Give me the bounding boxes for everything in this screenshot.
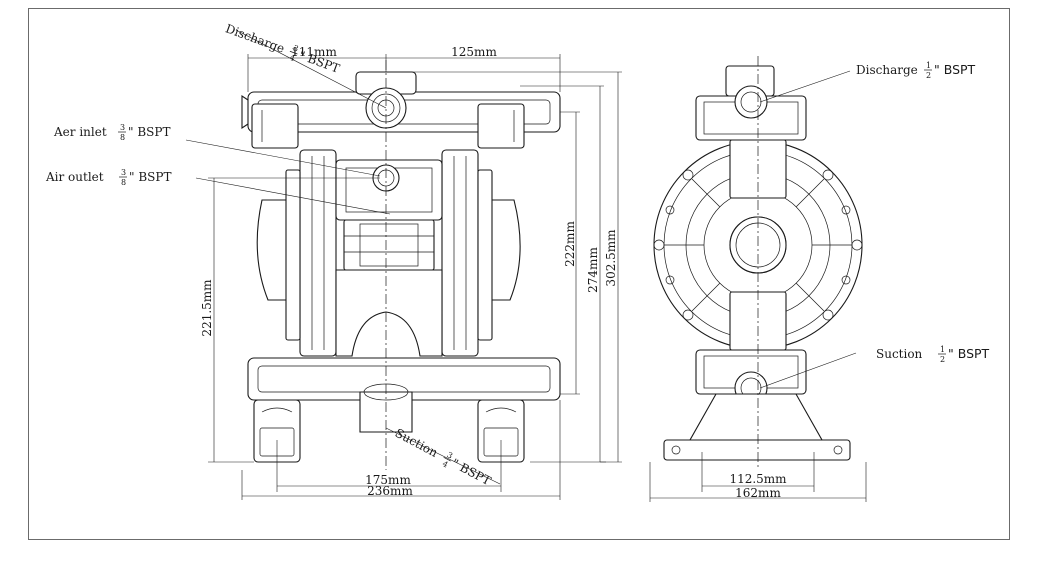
svg-text:" BSPT: " BSPT (128, 125, 170, 139)
svg-text:" BSPT: " BSPT (934, 62, 976, 77)
side-discharge-port (734, 85, 768, 119)
svg-text:Suction: Suction (876, 347, 923, 361)
svg-text:" BSPT: " BSPT (948, 346, 990, 361)
svg-text:8: 8 (120, 133, 125, 142)
svg-text:Air outlet: Air outlet (45, 170, 104, 184)
svg-text:Discharge: Discharge (856, 63, 918, 77)
left-cover (299, 149, 337, 357)
svg-text:2: 2 (926, 71, 931, 80)
dim-112: 112.5mm (729, 472, 787, 486)
dim-111: 111mm (291, 45, 337, 59)
drawing-frame (28, 8, 1010, 540)
dim-274: 274mm (586, 247, 600, 293)
air-outlet-label: Air outlet 3 8 " BSPT (45, 168, 171, 187)
dim-222: 222mm (563, 221, 577, 267)
svg-text:3: 3 (121, 168, 126, 177)
svg-text:1: 1 (940, 345, 945, 354)
svg-text:" BSPT: " BSPT (129, 170, 171, 184)
center-section (343, 219, 435, 271)
svg-text:Suction: Suction (393, 426, 441, 460)
svg-text:4: 4 (288, 53, 296, 63)
right-cover (441, 149, 479, 357)
svg-text:Discharge: Discharge (224, 21, 287, 55)
front-view (241, 60, 561, 470)
svg-text:2: 2 (940, 355, 945, 364)
side-dimensions (649, 70, 867, 502)
svg-text:8: 8 (121, 178, 126, 187)
discharge-right-label: Discharge 1 2 " BSPT (856, 61, 976, 80)
svg-text:1: 1 (926, 61, 931, 70)
dim-221: 221.5mm (200, 279, 214, 337)
dim-125: 125mm (451, 45, 497, 59)
front-dimensions (185, 29, 622, 500)
suction-right-label: Suction 1 2 " BSPT (876, 345, 990, 364)
dim-302: 302.5mm (604, 229, 618, 287)
svg-text:3: 3 (120, 123, 125, 132)
svg-text:3: 3 (445, 450, 454, 460)
dim-236: 236mm (367, 484, 413, 498)
air-inlet-label: Aer inlet 3 8 " BSPT (53, 123, 170, 142)
side-base (663, 439, 851, 461)
svg-text:3: 3 (292, 43, 300, 53)
dim-162: 162mm (735, 486, 781, 500)
svg-text:Aer inlet: Aer inlet (53, 125, 107, 139)
dim-175: 175mm (365, 473, 411, 487)
side-view (653, 56, 863, 470)
svg-text:4: 4 (441, 459, 450, 469)
